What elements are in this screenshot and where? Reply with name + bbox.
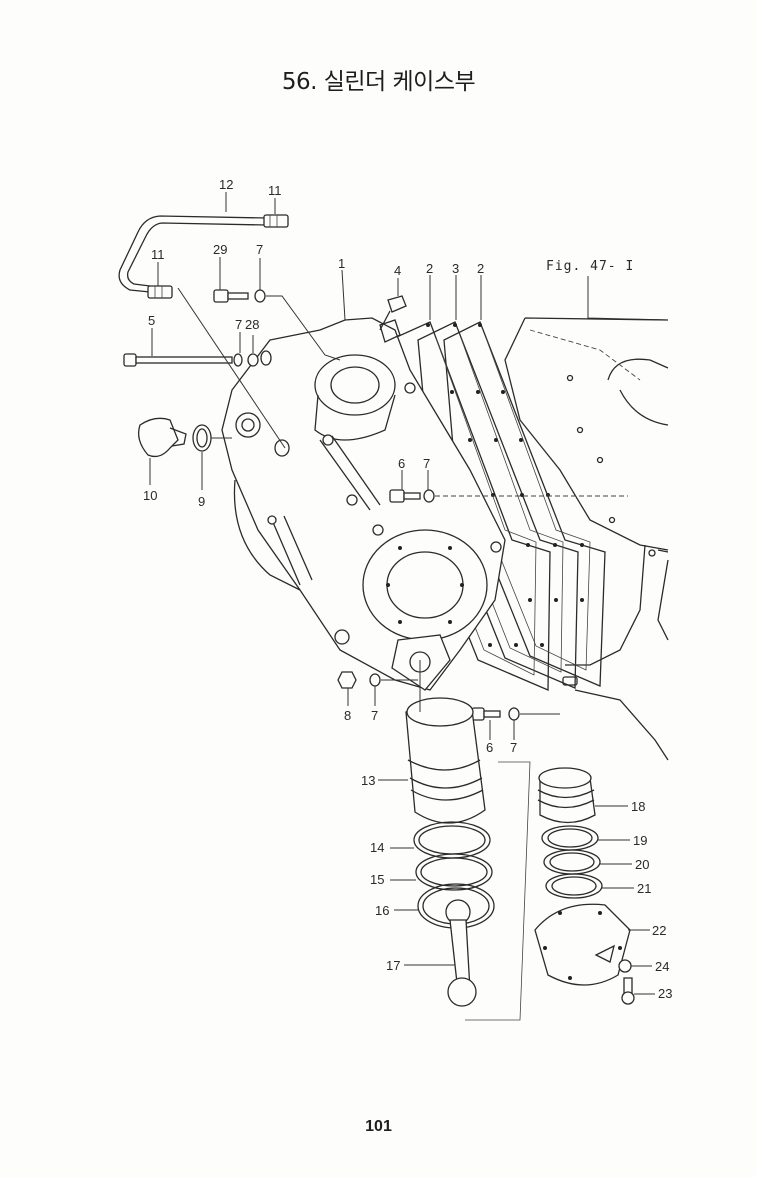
bolt-6-lower [471,707,560,721]
piston-rod-17 [445,899,477,1007]
callout-12: 12 [219,177,233,192]
callout-1: 1 [338,256,345,271]
callout-13: 13 [361,773,375,788]
callout-5: 5 [148,313,155,328]
page-title: 56. 실린더 케이스부 [281,69,476,95]
callout-8: 8 [344,708,351,723]
page-number: 101 [365,1118,392,1135]
oil-pipe-assembly [118,214,289,299]
callout-6-upper: 6 [398,456,405,471]
callout-16: 16 [375,903,389,918]
bolt-29 [213,289,341,361]
callout-labels: 12 11 11 29 7 1 4 2 3 2 5 7 28 10 9 6 7 … [143,177,672,1001]
callout-6-lower: 6 [486,740,493,755]
callout-29: 29 [213,242,227,257]
engine-block-outline [504,317,669,761]
callout-4: 4 [394,263,401,278]
callout-18: 18 [631,799,645,814]
figure-reference: Fig. 47- I [546,259,634,274]
callout-17: 17 [386,958,400,973]
callout-20: 20 [635,857,649,872]
callout-24: 24 [655,959,669,974]
callout-22: 22 [652,923,666,938]
callout-7-upper: 7 [423,456,430,471]
callout-7-top: 7 [256,242,263,257]
callout-7-mid: 7 [235,317,242,332]
cover-group [534,767,635,1005]
bolt-6-upper [389,489,628,503]
filler-cap-10 [137,417,290,458]
group-bracket [465,761,531,1021]
callout-15: 15 [370,872,384,887]
callout-9: 9 [198,494,205,509]
callout-11-top: 11 [268,183,282,198]
callout-2-left: 2 [426,261,433,276]
figure-reference-leader [587,276,669,321]
callout-3: 3 [452,261,459,276]
callout-11-left: 11 [151,247,165,262]
callout-14: 14 [370,840,384,855]
callout-7-lower: 7 [510,740,517,755]
nut-8 [337,671,418,689]
leader-lines [149,192,655,995]
callout-28: 28 [245,317,259,332]
callout-23: 23 [658,986,672,1001]
callout-7-left: 7 [371,708,378,723]
cylinder-case [221,317,506,691]
callout-2-right: 2 [477,261,484,276]
stud-bolt-5 [123,350,272,367]
callout-21: 21 [637,881,651,896]
cylinder-liner-13 [405,697,486,824]
plug-4 [379,295,407,331]
callout-19: 19 [633,833,647,848]
rings-14-16 [413,821,495,929]
callout-10: 10 [143,488,157,503]
